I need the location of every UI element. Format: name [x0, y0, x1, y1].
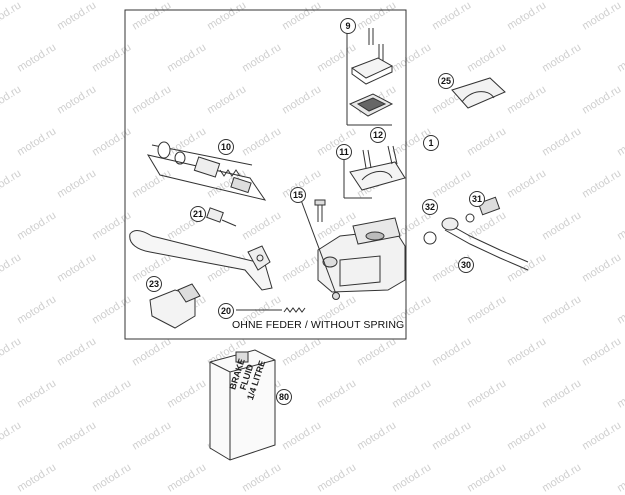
- callout-20: 20: [218, 303, 234, 319]
- callout-25: 25: [438, 73, 454, 89]
- callout-30: 30: [458, 257, 474, 273]
- callout-15: 15: [290, 187, 306, 203]
- callout-32: 32: [422, 199, 438, 215]
- callout-10: 10: [218, 139, 234, 155]
- callout-31: 31: [469, 191, 485, 207]
- callout-9: 9: [340, 18, 356, 34]
- callout-23: 23: [146, 276, 162, 292]
- diagram-frame: [124, 9, 407, 340]
- callout-80: 80: [276, 389, 292, 405]
- diagram-caption: OHNE FEDER / WITHOUT SPRING: [232, 319, 405, 331]
- diagram-drawing: [124, 9, 529, 461]
- callout-21: 21: [190, 206, 206, 222]
- callout-11: 11: [336, 144, 352, 160]
- callout-1: 1: [423, 135, 439, 151]
- callout-12: 12: [370, 127, 386, 143]
